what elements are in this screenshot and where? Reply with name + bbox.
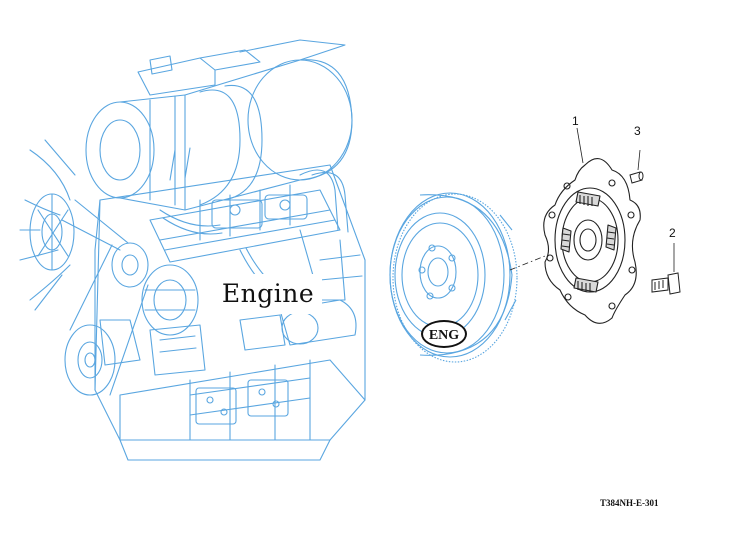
callout-leader-1	[576, 127, 584, 164]
callout-1: 1	[572, 114, 579, 128]
engine-label: Engine	[214, 274, 322, 314]
flywheel-illustration	[389, 192, 518, 363]
reference-code: T384NH-E-301	[600, 498, 659, 508]
engine-illustration	[19, 39, 366, 461]
callout-3: 3	[634, 124, 641, 138]
bolt-part	[651, 243, 681, 295]
eng-badge: ENG	[421, 320, 467, 348]
damper-plate-part	[543, 158, 641, 324]
callout-2: 2	[669, 226, 676, 240]
dowel-pin-part	[629, 149, 644, 184]
